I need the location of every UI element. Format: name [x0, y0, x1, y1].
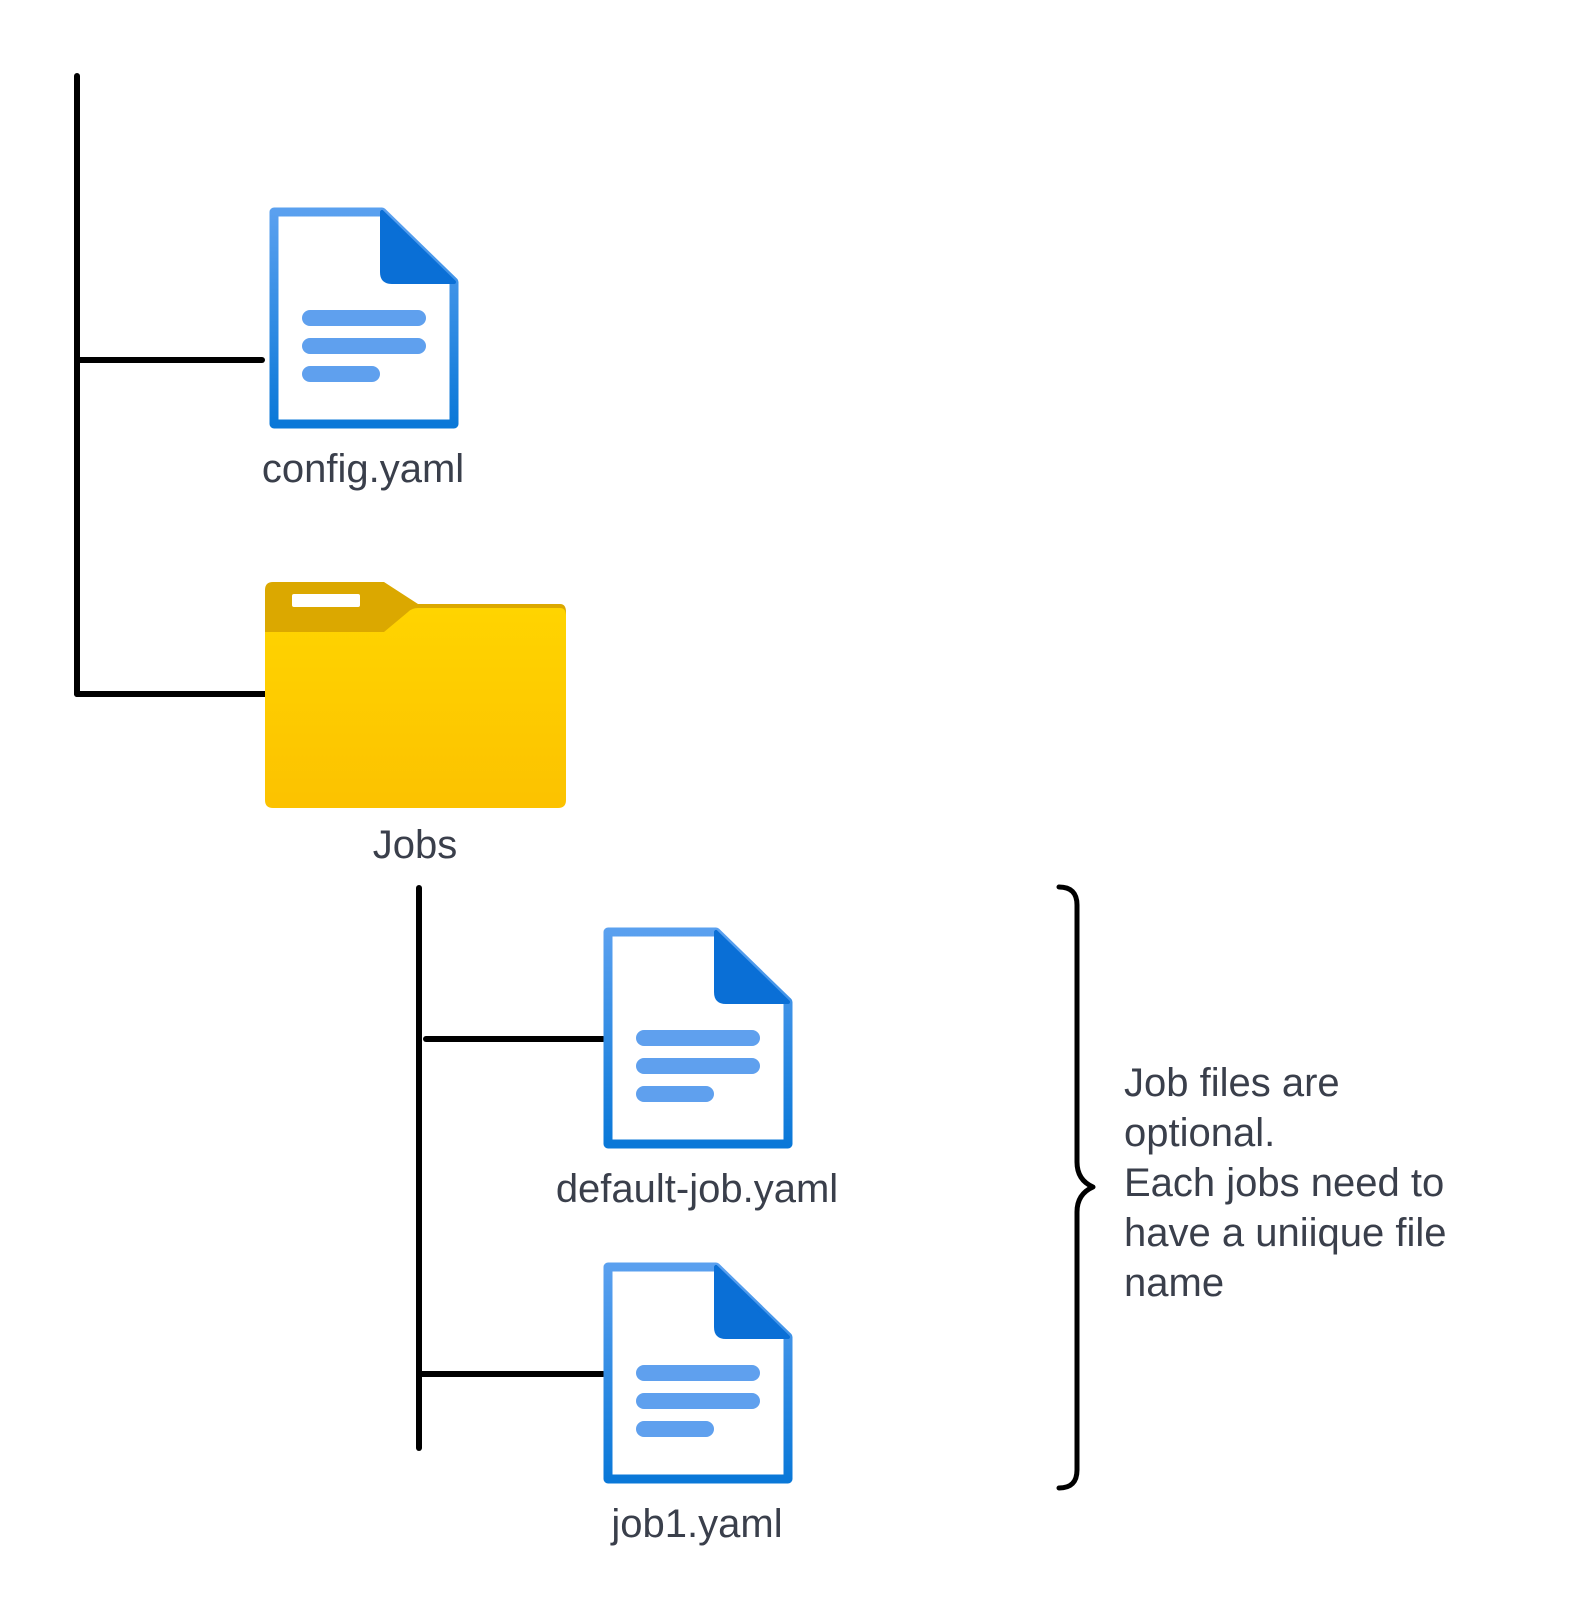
document-icon — [608, 932, 788, 1144]
default-job-file-node[interactable]: default-job.yaml — [556, 932, 838, 1211]
document-icon — [608, 1267, 788, 1479]
job-files-note: Job files are optional. Each jobs need t… — [1124, 1061, 1458, 1305]
config-file-label: config.yaml — [262, 447, 464, 491]
jobs-folder-node[interactable]: Jobs — [265, 582, 566, 867]
config-file-node[interactable]: config.yaml — [262, 212, 464, 491]
root-tree-lines — [74, 73, 269, 697]
jobs-tree-lines — [416, 885, 606, 1451]
jobs-folder-label: Jobs — [373, 823, 458, 867]
note-line: name — [1124, 1261, 1224, 1305]
default-job-file-label: default-job.yaml — [556, 1167, 838, 1211]
note-line: Each jobs need to — [1124, 1161, 1444, 1205]
document-icon — [274, 212, 454, 424]
job1-file-node[interactable]: job1.yaml — [608, 1267, 788, 1546]
note-line: have a uniique file — [1124, 1211, 1446, 1255]
folder-icon — [265, 582, 566, 808]
note-line: optional. — [1124, 1111, 1275, 1155]
curly-brace — [1056, 884, 1096, 1491]
job1-file-label: job1.yaml — [610, 1502, 782, 1546]
note-line: Job files are — [1124, 1061, 1340, 1105]
